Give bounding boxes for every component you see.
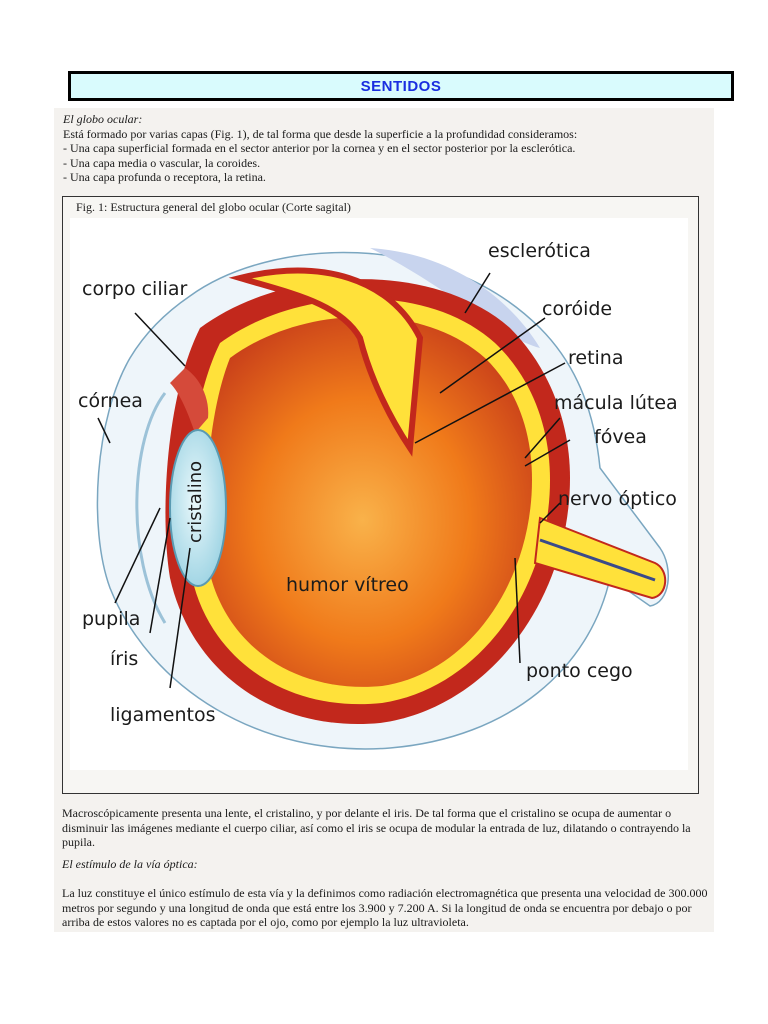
body-paragraph-2: La luz constituye el único estímulo de e… [62, 886, 712, 930]
section-banner: SENTIDOS [68, 71, 734, 101]
label-corpo-ciliar: corpo ciliar [82, 278, 187, 300]
intro-text: Está formado por varias capas (Fig. 1), … [63, 127, 713, 142]
intro-item-2: - Una capa media o vascular, la coroides… [63, 156, 713, 171]
label-retina: retina [568, 347, 624, 369]
banner-title: SENTIDOS [361, 78, 442, 95]
label-coroide: coróide [542, 298, 612, 320]
label-fovea: fóvea [594, 426, 647, 448]
body-paragraph-1: Macroscópicamente presenta una lente, el… [62, 806, 712, 850]
figure-caption: Fig. 1: Estructura general del globo ocu… [76, 200, 351, 215]
body-heading-2: El estímulo de la vía óptica: [62, 857, 712, 872]
intro-heading: El globo ocular: [63, 112, 713, 127]
intro-item-3: - Una capa profunda o receptora, la reti… [63, 170, 713, 185]
intro-block: El globo ocular: Está formado por varias… [63, 112, 713, 185]
label-macula: mácula lútea [554, 392, 678, 414]
label-humor: humor vítreo [286, 574, 409, 596]
label-cristalino: cristalino [185, 461, 206, 543]
label-nervo: nervo óptico [558, 488, 677, 510]
intro-item-1: - Una capa superficial formada en el sec… [63, 141, 713, 156]
label-cornea: córnea [78, 390, 143, 412]
label-iris: íris [110, 648, 138, 670]
label-esclerotica: esclerótica [488, 240, 591, 262]
label-ponto: ponto cego [526, 660, 633, 682]
label-ligamentos: ligamentos [110, 704, 215, 726]
label-pupila: pupila [82, 608, 140, 630]
